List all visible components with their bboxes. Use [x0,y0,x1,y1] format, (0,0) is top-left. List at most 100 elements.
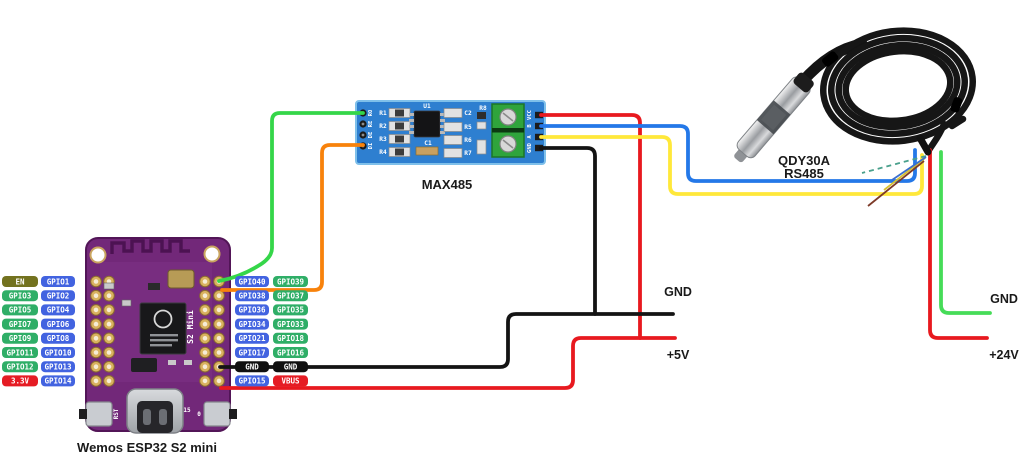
pin-hole-center [202,378,208,384]
pin-badge-gpio16 [273,347,308,358]
cable-jacket-end [916,134,932,156]
pin-hole-center [93,364,99,370]
pin-hole-center [106,350,112,355]
smd-resistor-body [395,122,404,130]
smd-regulator [131,358,157,372]
usb-c-contact [143,409,151,425]
cable-tie [822,51,839,67]
pin-hole-center [93,321,99,327]
silk-vcc: VCC [527,110,533,120]
pin-badge-label: GND [245,363,259,372]
pin-hole-center [202,307,208,313]
smd-resistor-body [395,148,404,156]
screw-slot [502,139,514,149]
pin-hole-center [216,293,222,299]
qdy30a-sensor [734,27,976,163]
smd-part [443,122,463,132]
pin-hole-center [93,350,99,355]
pin-badge-gpio14 [41,375,75,387]
pin-badge-label: GPIO13 [44,363,72,372]
boot-button-nub[interactable] [229,409,237,419]
pin-badge-gpio33 [273,318,308,330]
max485-pin [535,144,543,152]
silk-r3: R3 [379,136,387,143]
esp32-board: S2 Mini RST 0 15 [79,237,237,434]
coil-loop [835,41,961,131]
boot-button[interactable] [203,401,231,427]
smd-capacitor [415,146,439,156]
coil-loop [820,27,976,145]
pin-hole-center [93,378,99,384]
pin-hole-center [93,336,99,341]
pin-badge-gpio12 [2,361,38,373]
smd-part [121,299,132,307]
silk-a: A [527,135,533,139]
smd-part [443,135,463,145]
pin-badge-en [2,276,38,287]
wire-max485-vcc-to-5v [539,113,642,340]
max485-pin-center [361,122,365,126]
label-gnd-right: GND [990,292,1018,306]
reset-button[interactable] [85,401,113,427]
pin-badge-gpio7 [2,318,38,330]
pin-badge-label: GPIO34 [238,320,266,329]
probe-cable-gland [793,72,814,93]
silk-r1: R1 [379,110,387,117]
chip-text-line [150,339,178,342]
pin-hole-center [106,307,112,313]
silk-r2: R2 [379,123,387,130]
pin-badge-label: GPIO38 [238,292,266,301]
pin-hole-center [202,364,208,370]
sensor-lead-brown [867,160,925,207]
crystal [167,269,195,289]
reset-button-nub[interactable] [79,409,87,419]
mount-hole-right [203,245,221,263]
max485-pin [535,111,543,119]
silk-pin15: 15 [183,407,191,414]
ic-lead [409,119,414,122]
usb-c-contact [159,409,167,425]
sensor-cable-end [861,134,932,207]
silk-c2: C2 [464,110,472,117]
label-gnd-mid: GND [664,285,692,299]
pin-badge-3_3v [2,375,38,387]
smd-part [184,360,192,365]
ic-lead [409,113,414,116]
silk-re: RE [368,121,374,128]
silk-boot: 0 [197,411,201,418]
smd-part [103,282,115,290]
cable-tie [950,97,963,113]
probe-label [761,104,787,131]
pin-badge-label: GPIO36 [238,306,266,315]
pin-badge-label: GPIO16 [277,348,305,357]
pin-badge-gpio15 [235,375,269,387]
pin-badge-gpio8 [41,332,75,344]
smd-part [443,148,463,158]
silk-r4: R4 [379,149,387,156]
pin-hole-center [202,321,208,327]
silk-de: DE [368,132,374,139]
coil-loop [827,34,969,138]
label-24v: +24V [989,348,1019,362]
sensor-lead-blue [891,156,927,181]
pin-badge-label: GPIO1 [47,277,70,286]
silk-b: B [527,124,533,128]
smd-part [443,108,463,118]
pin-badge-label: GPIO4 [47,306,70,315]
pin-badge-label: GPIO14 [44,377,72,386]
ic-lead [440,125,445,128]
usb-c-opening [137,401,173,433]
wire-max485-gnd-to-gnd [539,146,597,316]
wires [217,111,992,390]
smd-part [168,360,176,365]
pin-badge-label: GPIO11 [6,348,34,357]
pin-badge-label: GPIO3 [9,292,32,301]
pin-badge-gpio40 [235,276,269,287]
pin-badge-label: GPIO15 [238,377,265,386]
coil-cable-exit [925,115,967,154]
pin-badge-label: GND [284,363,298,372]
pin-badge-label: GPIO17 [238,348,265,357]
